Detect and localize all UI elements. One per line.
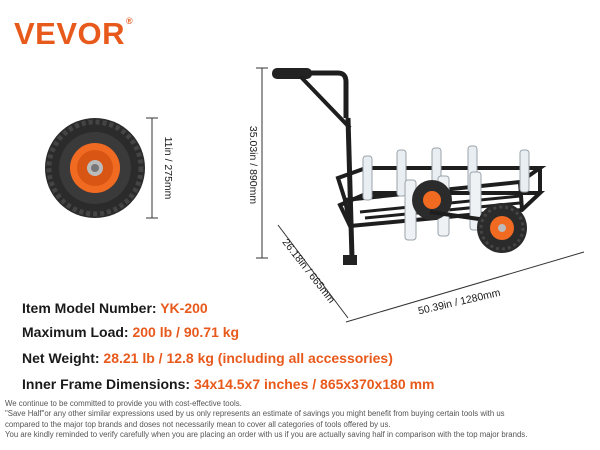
length-label: 50.39in / 1280mm: [417, 287, 502, 318]
registered-mark: ®: [126, 16, 134, 26]
spec-net-weight: Net Weight: 28.21 lb / 12.8 kg (includin…: [22, 350, 393, 366]
spec-model-number: Item Model Number: YK-200: [22, 300, 208, 316]
disclaimer-line: compared to the major top brands and dos…: [5, 419, 391, 429]
width-dimension-line: [277, 224, 349, 319]
spec-label: Inner Frame Dimensions:: [22, 376, 194, 392]
disclaimer-line: "Save Half"or any other similar expressi…: [5, 409, 505, 419]
disclaimer: We continue to be committed to provide y…: [5, 399, 597, 440]
spec-value: 28.21 lb / 12.8 kg (including all access…: [103, 350, 393, 366]
brand-name: VEVOR: [14, 16, 126, 51]
height-dimension-line: [256, 67, 268, 259]
height-label: 35.03in / 890mm: [247, 126, 259, 204]
disclaimer-line: We continue to be committed to provide y…: [5, 399, 242, 408]
spec-label: Net Weight:: [22, 350, 104, 366]
spec-max-load: Maximum Load: 200 lb / 90.71 kg: [22, 324, 239, 340]
spec-label: Maximum Load:: [22, 324, 133, 340]
wheel-dimension-line: [146, 117, 158, 219]
length-dimension-line: [345, 251, 585, 323]
spec-inner-frame: Inner Frame Dimensions: 34x14.5x7 inches…: [22, 376, 434, 392]
cart-image: [272, 68, 547, 265]
wheel-image: [45, 118, 145, 218]
vevor-logo: VEVOR®: [14, 16, 133, 52]
spec-value: YK-200: [160, 300, 208, 316]
disclaimer-line: You are kindly reminded to verify carefu…: [5, 429, 528, 439]
spec-label: Item Model Number:: [22, 300, 161, 316]
wheel-diameter-label: 11in / 275mm: [162, 137, 174, 200]
spec-value: 34x14.5x7 inches / 865x370x180 mm: [193, 376, 435, 392]
width-label: 26.18in / 665mm: [280, 237, 338, 306]
spec-value: 200 lb / 90.71 kg: [132, 324, 240, 340]
